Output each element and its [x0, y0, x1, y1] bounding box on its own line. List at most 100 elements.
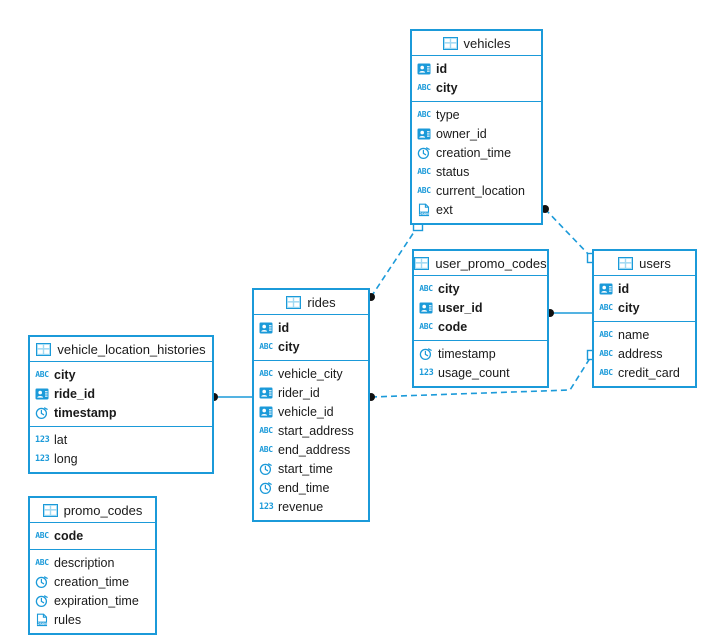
abc-icon: ABC: [35, 530, 49, 540]
field-name: long: [54, 451, 78, 466]
field-row[interactable]: end_time: [254, 478, 368, 497]
abc-icon: ABC: [419, 283, 433, 293]
abc-icon: ABC: [599, 302, 613, 312]
field-row[interactable]: id: [412, 59, 541, 78]
number-icon: 123: [35, 453, 50, 464]
field-row[interactable]: user_id: [414, 298, 547, 317]
field-name: creation_time: [54, 574, 130, 589]
clock-icon: [35, 406, 49, 420]
field-row[interactable]: rider_id: [254, 383, 368, 402]
number-icon: 123: [419, 367, 434, 378]
abc-icon: ABC: [417, 82, 431, 92]
field-row[interactable]: creation_time: [30, 572, 155, 591]
field-row[interactable]: ABC current_location: [412, 181, 541, 200]
abc-icon: ABC: [417, 185, 431, 195]
field-name: city: [436, 80, 458, 95]
abc-icon: ABC: [35, 369, 49, 379]
json-icon: JSON: [35, 613, 49, 627]
abc-icon: ABC: [599, 329, 613, 339]
field-row[interactable]: timestamp: [30, 403, 212, 422]
field-row[interactable]: id: [594, 279, 695, 298]
field-row[interactable]: expiration_time: [30, 591, 155, 610]
relationship-rel-vehiclelocationhistories-rides[interactable]: [210, 393, 252, 401]
field-name: creation_time: [436, 145, 512, 160]
abc-icon: ABC: [417, 166, 431, 176]
field-row[interactable]: timestamp: [414, 344, 547, 363]
svg-text:JSON: JSON: [419, 211, 429, 216]
field-name: rules: [54, 612, 82, 627]
entity-title: vehicle_location_histories: [57, 341, 206, 357]
key-id-icon: [259, 321, 273, 335]
field-name: id: [278, 320, 290, 335]
field-row[interactable]: 123 long: [30, 449, 212, 468]
relationship-rel-userpromocodes-users[interactable]: [546, 309, 592, 317]
entity-header[interactable]: user_promo_codes: [414, 251, 547, 276]
table-icon: [286, 295, 302, 309]
entity-header[interactable]: rides: [254, 290, 368, 315]
field-name: end_time: [278, 480, 330, 495]
entity-header[interactable]: promo_codes: [30, 498, 155, 523]
key-id-icon: [259, 386, 273, 400]
field-row[interactable]: owner_id: [412, 124, 541, 143]
field-name: lat: [54, 432, 68, 447]
clock-icon: [35, 575, 49, 589]
abc-icon: ABC: [259, 368, 273, 378]
abc-icon: ABC: [259, 444, 273, 454]
clock-icon: [419, 347, 433, 361]
field-name: type: [436, 107, 460, 122]
field-name: start_address: [278, 423, 354, 438]
field-row[interactable]: ABC city: [414, 279, 547, 298]
field-name: timestamp: [438, 346, 496, 361]
field-row[interactable]: start_time: [254, 459, 368, 478]
field-row[interactable]: creation_time: [412, 143, 541, 162]
field-row[interactable]: vehicle_id: [254, 402, 368, 421]
field-row[interactable]: ABC city: [412, 78, 541, 97]
entity-header[interactable]: vehicles: [412, 31, 541, 56]
entity-header[interactable]: users: [594, 251, 695, 276]
entity-header[interactable]: vehicle_location_histories: [30, 337, 212, 362]
field-name: city: [278, 339, 300, 354]
clock-icon: [259, 462, 273, 476]
field-row[interactable]: JSON rules: [30, 610, 155, 629]
entity-title: users: [639, 255, 671, 271]
abc-icon: ABC: [419, 321, 433, 331]
field-name: city: [438, 281, 460, 296]
field-row[interactable]: id: [254, 318, 368, 337]
field-name: address: [618, 346, 663, 361]
field-name: current_location: [436, 183, 525, 198]
json-icon: JSON: [417, 203, 431, 217]
field-row[interactable]: ride_id: [30, 384, 212, 403]
relationship-rel-vehicles-users[interactable]: [541, 205, 598, 264]
